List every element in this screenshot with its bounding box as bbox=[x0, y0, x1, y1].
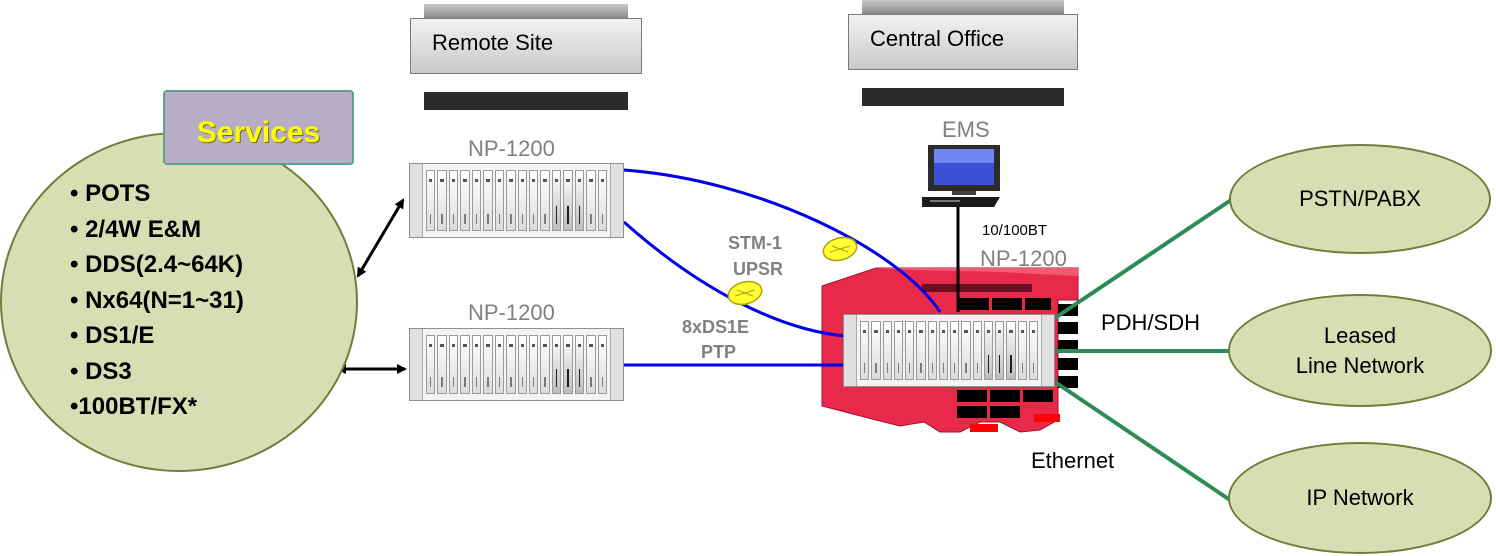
services-circle bbox=[0, 132, 358, 472]
rack-card-slot bbox=[437, 335, 447, 394]
fiber-stm1-a bbox=[623, 168, 942, 313]
remote-site-banner: Remote Site bbox=[410, 4, 642, 110]
rack-card-slot bbox=[972, 321, 982, 380]
remote-bottom-device-label: NP-1200 bbox=[468, 300, 555, 325]
rack-card-slot bbox=[517, 335, 527, 394]
rack-card-slot bbox=[540, 170, 550, 231]
rack-card-slot bbox=[860, 321, 870, 380]
rack-card-slot bbox=[517, 170, 527, 231]
rack-card-slot bbox=[950, 321, 960, 380]
rack-card-slot bbox=[448, 170, 459, 231]
rack-card-slot bbox=[483, 335, 493, 394]
rack-card-slot bbox=[540, 335, 550, 394]
rack-card-slot bbox=[471, 335, 482, 394]
ethernet-label: Ethernet bbox=[1031, 448, 1115, 473]
ems-label: EMS bbox=[942, 117, 990, 142]
rack-card-slot bbox=[927, 321, 937, 380]
pstn-pabx-node: PSTN/PABX bbox=[1229, 144, 1491, 254]
pdh-sdh-label: PDH/SDH bbox=[1101, 310, 1201, 335]
rack-card-slot bbox=[506, 335, 516, 394]
rack-card-slot bbox=[586, 170, 596, 231]
rack-card-slot bbox=[1028, 321, 1038, 380]
list-item: • DS1/E bbox=[70, 322, 155, 349]
list-item: • POTS bbox=[70, 180, 151, 207]
rack-card-slot bbox=[471, 170, 482, 231]
ems-computer-icon bbox=[922, 145, 1000, 207]
remote-bottom-rack bbox=[409, 328, 624, 401]
link-pstn bbox=[1053, 198, 1233, 320]
stm1-label: STM-1 bbox=[728, 233, 782, 253]
rack-card-slot bbox=[893, 321, 903, 380]
services-link-top bbox=[356, 198, 405, 278]
central-device-label: NP-1200 bbox=[980, 246, 1067, 271]
service-list: • POTS • 2/4W E&M • DDS(2.4~64K) • Nx64(… bbox=[70, 176, 244, 425]
rack-card-slot bbox=[437, 170, 447, 231]
rack-card-slot bbox=[882, 321, 892, 380]
rack-card-slot bbox=[871, 321, 881, 380]
link-ip bbox=[1053, 380, 1232, 502]
rack-card-slot bbox=[551, 170, 562, 231]
list-item: • DDS(2.4~64K) bbox=[70, 251, 244, 278]
rack-card-slot bbox=[528, 335, 539, 394]
remote-top-device-label: NP-1200 bbox=[468, 136, 555, 161]
rack-card-slot bbox=[551, 335, 562, 394]
rack-card-slot bbox=[905, 321, 915, 380]
rack-card-slot bbox=[528, 170, 539, 231]
ems-link-label: 10/100BT bbox=[982, 222, 1048, 239]
list-item: • Nx64(N=1~31) bbox=[70, 286, 244, 314]
services-title-box: Services bbox=[163, 90, 354, 165]
rack-card-slot bbox=[506, 170, 516, 231]
rack-card-slot bbox=[574, 335, 585, 394]
rack-card-slot bbox=[995, 321, 1005, 380]
rack-card-slot bbox=[494, 335, 505, 394]
pstn-pabx-label: PSTN/PABX bbox=[1299, 186, 1421, 211]
rack-card-slot bbox=[563, 170, 573, 231]
central-office-banner: Central Office bbox=[848, 0, 1078, 106]
rack-card-slot bbox=[916, 321, 926, 380]
rack-card-slot bbox=[961, 321, 971, 380]
remote-site-label: Remote Site bbox=[432, 30, 554, 55]
rack-card-slot bbox=[1017, 321, 1027, 380]
rack-card-slot bbox=[426, 335, 436, 394]
services-title: Services bbox=[196, 116, 321, 149]
rack-card-slot bbox=[494, 170, 505, 231]
rack-card-slot bbox=[597, 170, 607, 231]
ip-network-label: IP Network bbox=[1306, 485, 1414, 510]
rack-card-slot bbox=[483, 170, 493, 231]
rack-card-slot bbox=[597, 335, 607, 394]
rack-card-slot bbox=[983, 321, 993, 380]
rack-card-slot bbox=[938, 321, 948, 380]
central-rack bbox=[843, 314, 1055, 387]
upsr-label: UPSR bbox=[733, 259, 784, 279]
ds1-label: 8xDS1E bbox=[682, 317, 750, 337]
rack-card-slot bbox=[586, 335, 596, 394]
rack-card-slot bbox=[563, 335, 573, 394]
rack-card-slot bbox=[460, 170, 470, 231]
rack-card-slot bbox=[426, 170, 436, 231]
list-item: •100BT/FX* bbox=[70, 393, 198, 420]
rack-card-slot bbox=[448, 335, 459, 394]
ptp-label: PTP bbox=[701, 342, 737, 362]
rack-card-slot bbox=[460, 335, 470, 394]
remote-top-rack bbox=[409, 163, 624, 238]
rack-card-slot bbox=[1006, 321, 1016, 380]
list-item: • DS3 bbox=[70, 357, 132, 385]
ip-network-node: IP Network bbox=[1228, 442, 1492, 554]
central-office-label: Central Office bbox=[870, 26, 1005, 51]
list-item: • 2/4W E&M bbox=[70, 215, 202, 243]
rack-card-slot bbox=[574, 170, 585, 231]
